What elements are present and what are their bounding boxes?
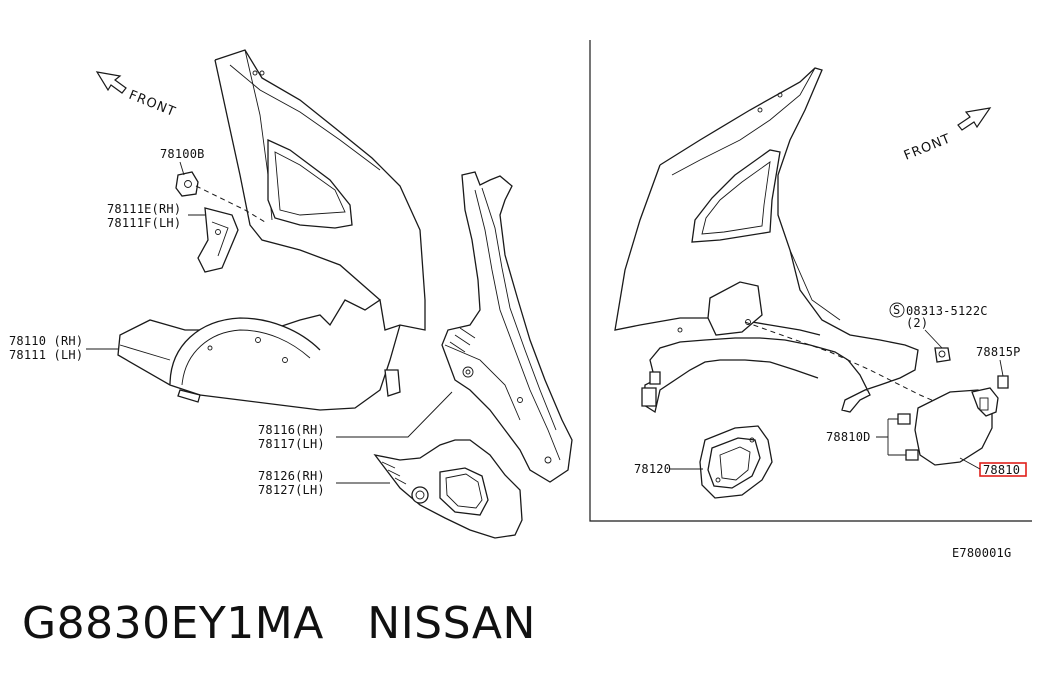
label-78111f: 78111F(LH) (107, 216, 181, 230)
label-78100b: 78100B (160, 147, 205, 161)
rear-fender-panel-right (614, 67, 919, 414)
front-label-left: FRONT (127, 88, 178, 120)
label-08313: 08313-5122C (906, 304, 988, 318)
leader-08313 (924, 329, 943, 349)
label-78815p: 78815P (976, 345, 1021, 359)
bolt-08313 (934, 347, 951, 363)
highlighted-part-box (979, 462, 1027, 477)
label-08313-prefix: S (893, 303, 900, 317)
label-78120: 78120 (634, 462, 671, 476)
label-78117: 78117(LH) (258, 437, 325, 451)
leader-78815p (999, 359, 1004, 377)
leader-78100b (179, 161, 185, 176)
leader-78116 (336, 391, 453, 438)
part-number: G8830EY1MA (22, 598, 324, 649)
standard-part-mark-icon (889, 302, 905, 318)
label-78126: 78126(RH) (258, 469, 325, 483)
label-78810d: 78810D (826, 430, 871, 444)
wheelhouse-78126 (373, 439, 523, 539)
label-78810: 78810 (983, 463, 1020, 477)
stopper-78810d (897, 413, 919, 461)
label-78110: 78110 (RH) (9, 334, 83, 348)
brand-name: NISSAN (367, 598, 536, 649)
clip-78100b (175, 171, 199, 197)
label-78127: 78127(LH) (258, 483, 325, 497)
inner-pillar-78116 (441, 171, 573, 483)
front-label-right: FRONT (902, 131, 953, 163)
label-78111: 78111 (LH) (9, 348, 83, 362)
leader-78810 (959, 457, 981, 470)
label-08313-qty: (2) (906, 316, 928, 330)
rear-fender-panel-left (117, 49, 426, 411)
label-78111e: 78111E(RH) (107, 202, 181, 216)
front-arrow-left-icon (95, 71, 127, 94)
front-arrow-right-icon (957, 107, 992, 131)
part-title: G8830EY1MA NISSAN (22, 598, 536, 649)
fuel-filler-door-78810 (914, 387, 999, 466)
bracket-78111 (197, 207, 239, 273)
leader-dash-78100b (195, 185, 266, 223)
label-78116: 78116(RH) (258, 423, 325, 437)
leader-dash-fuel (744, 321, 951, 409)
clip-78815p (997, 375, 1009, 389)
leader-78810d (876, 418, 906, 456)
fuel-filler-base-78120 (699, 425, 773, 499)
diagram-code: E780001G (952, 546, 1011, 560)
panel-divider (589, 40, 1032, 522)
